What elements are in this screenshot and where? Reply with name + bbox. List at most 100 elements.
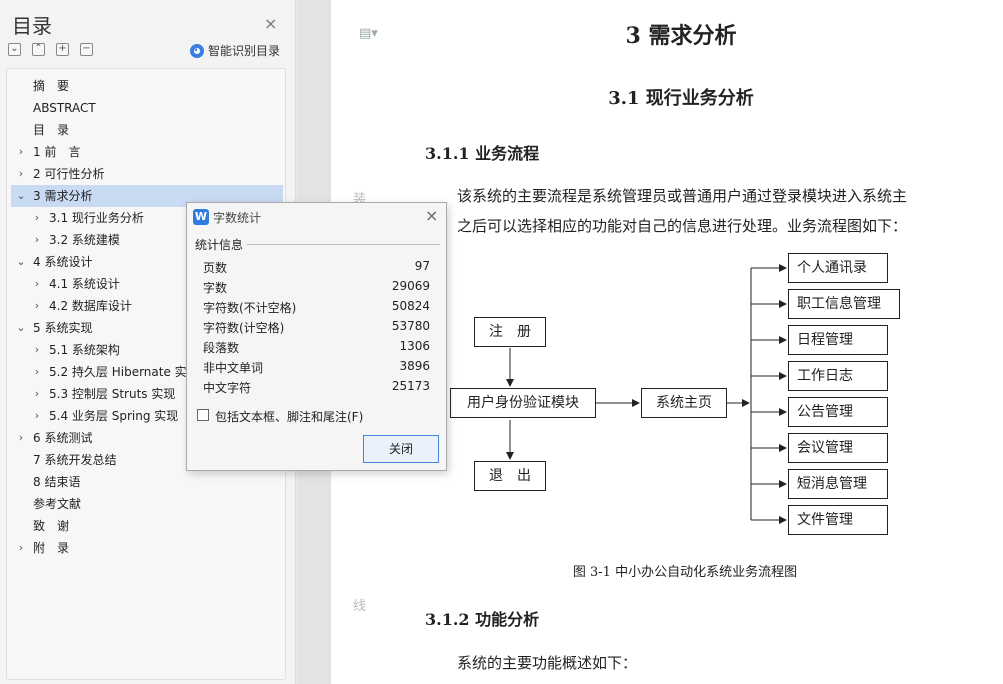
- chevron-down-icon[interactable]: ⌄: [16, 255, 26, 268]
- toc-item-label: 致 谢: [33, 519, 70, 533]
- toc-item-label: 1 前 言: [33, 145, 81, 159]
- chevron-right-icon[interactable]: ›: [34, 343, 40, 356]
- toc-item[interactable]: › 1 前 言: [11, 141, 283, 163]
- toc-item[interactable]: 摘 要: [11, 75, 283, 97]
- toc-item[interactable]: ›4.2 数据库设计: [11, 295, 283, 317]
- wps-logo-icon: W: [193, 209, 209, 225]
- chevron-right-icon[interactable]: ›: [34, 211, 40, 224]
- add-heading-icon[interactable]: +: [56, 43, 69, 56]
- flow-module-box: 短消息管理: [788, 469, 888, 499]
- toc-item[interactable]: ⌄ 5 系统实现: [11, 317, 283, 339]
- dialog-title: 字数统计: [213, 211, 262, 225]
- flow-module-box: 个人通讯录: [788, 253, 888, 283]
- document-page[interactable]: ▤▾ 装 线 3 需求分析 3.1 现行业务分析 3.1.1 业务流程 该系统的…: [331, 0, 1003, 684]
- chevron-right-icon[interactable]: ›: [34, 277, 40, 290]
- toc-item[interactable]: 致 谢: [11, 515, 283, 537]
- toc-item-label: 3.1 现行业务分析: [49, 211, 144, 225]
- stat-label: 非中文单词: [203, 361, 264, 375]
- chevron-right-icon[interactable]: ›: [34, 387, 40, 400]
- stat-value: 29069: [391, 279, 430, 293]
- flow-module-box: 日程管理: [788, 325, 888, 355]
- toc-item[interactable]: 8 结束语: [11, 471, 283, 493]
- chevron-right-icon[interactable]: ›: [34, 365, 40, 378]
- stat-value: 25173: [391, 379, 430, 393]
- toc-item-label: 参考文献: [33, 497, 82, 511]
- stats-group-label: 统计信息: [195, 238, 244, 252]
- stat-label: 字符数(计空格): [203, 321, 285, 335]
- chevron-right-icon[interactable]: ›: [18, 541, 24, 554]
- toc-item[interactable]: ›5.3 控制层 Struts 实现: [11, 383, 283, 405]
- chevron-right-icon[interactable]: ›: [34, 409, 40, 422]
- toc-item[interactable]: 参考文献: [11, 493, 283, 515]
- toc-item[interactable]: › 6 系统测试: [11, 427, 283, 449]
- remove-heading-icon[interactable]: −: [80, 43, 93, 56]
- toc-item-label: 3.2 系统建模: [49, 233, 120, 247]
- smart-toc-icon: ◕: [190, 43, 204, 58]
- expand-up-icon[interactable]: ⌃: [32, 43, 45, 56]
- heading-1: 3 需求分析: [625, 23, 737, 49]
- chevron-down-icon[interactable]: ⌄: [16, 321, 26, 334]
- flow-module-box: 工作日志: [788, 361, 888, 391]
- paragraph-line: 之后可以选择相应的功能对自己的信息进行处理。业务流程图如下：: [457, 217, 908, 235]
- include-textboxes-label[interactable]: 包括文本框、脚注和尾注(F): [215, 410, 364, 424]
- nav-pane-title: 目录: [12, 14, 52, 38]
- stat-label: 段落数: [203, 341, 240, 355]
- toc-item[interactable]: 目 录: [11, 119, 283, 141]
- toc-item[interactable]: › 5.4 业务层 Spring 实现: [11, 405, 283, 427]
- toc-item[interactable]: 7 系统开发总结: [11, 449, 283, 471]
- toc-item[interactable]: › 4.1 系统设计: [11, 273, 283, 295]
- toc-item[interactable]: ABSTRACT: [11, 97, 283, 119]
- paragraph-line: 系统的主要功能概述如下：: [457, 654, 638, 672]
- document-options-icon[interactable]: ▤▾: [359, 26, 378, 41]
- toc-item-label: 5.1 系统架构: [49, 343, 120, 357]
- chevron-right-icon[interactable]: ›: [18, 431, 24, 444]
- stat-value: 97: [414, 259, 430, 273]
- chevron-right-icon[interactable]: ›: [34, 299, 40, 312]
- chevron-right-icon[interactable]: ›: [18, 167, 24, 180]
- include-textboxes-checkbox[interactable]: [197, 409, 209, 421]
- dialog-close-icon[interactable]: ×: [425, 206, 439, 225]
- toc-item[interactable]: › 5.2 持久层 Hibernate 实现: [11, 361, 283, 383]
- paragraph-line: 该系统的主要流程是系统管理员或普通用户通过登录模块进入系统主: [457, 187, 908, 205]
- stat-label: 字符数(不计空格): [203, 301, 297, 315]
- heading-3-function-analysis: 3.1.2 功能分析: [425, 610, 540, 629]
- binding-line-mark: 线: [353, 599, 367, 614]
- flow-register-box: 注 册: [474, 317, 546, 347]
- toc-item-label: 目 录: [33, 123, 70, 137]
- collapse-all-icon[interactable]: ⌄: [8, 43, 21, 56]
- toc-item-label: 8 结束语: [33, 475, 81, 489]
- flow-logout-box: 退 出: [474, 461, 546, 491]
- toc-item-label: 5.2 持久层 Hibernate 实现: [49, 365, 199, 379]
- stat-value: 3896: [399, 359, 430, 373]
- toc-item-label: 附 录: [33, 541, 70, 555]
- toc-item-label: 5.4 业务层 Spring 实现: [49, 409, 179, 423]
- dialog-close-button[interactable]: 关闭: [363, 435, 439, 463]
- toc-item[interactable]: › 3.1 现行业务分析: [11, 207, 283, 229]
- smart-toc-label: 智能识别目录: [208, 44, 281, 58]
- toc-item-label: 摘 要: [33, 79, 70, 93]
- flow-module-box: 文件管理: [788, 505, 888, 535]
- chevron-down-icon[interactable]: ⌄: [16, 189, 26, 202]
- toc-item[interactable]: › 3.2 系统建模: [11, 229, 283, 251]
- toc-item-label: 7 系统开发总结: [33, 453, 117, 467]
- toc-item-label: 2 可行性分析: [33, 167, 105, 181]
- toc-item-label: 5 系统实现: [33, 321, 93, 335]
- toc-item[interactable]: › 5.1 系统架构: [11, 339, 283, 361]
- figure-caption: 图 3-1 中小办公自动化系统业务流程图: [572, 565, 798, 580]
- toc-item[interactable]: ⌄4 系统设计: [11, 251, 283, 273]
- heading-3-business-flow: 3.1.1 业务流程: [425, 144, 540, 163]
- toc-item-label: ABSTRACT: [33, 101, 96, 115]
- stat-label: 页数: [203, 261, 228, 275]
- toc-item[interactable]: › 2 可行性分析: [11, 163, 283, 185]
- chevron-right-icon[interactable]: ›: [34, 233, 40, 246]
- nav-pane-close-icon[interactable]: ×: [264, 14, 278, 33]
- chevron-right-icon[interactable]: ›: [18, 145, 24, 158]
- toc-item-label: 4.1 系统设计: [49, 277, 120, 291]
- toc-item[interactable]: ⌄3 需求分析: [11, 185, 283, 207]
- heading-2: 3.1 现行业务分析: [608, 88, 754, 109]
- smart-toc-button[interactable]: ◕ 智能识别目录: [190, 42, 280, 59]
- stat-label: 中文字符: [203, 381, 252, 395]
- toc-item[interactable]: › 附 录: [11, 537, 283, 559]
- toc-item-label: 6 系统测试: [33, 431, 93, 445]
